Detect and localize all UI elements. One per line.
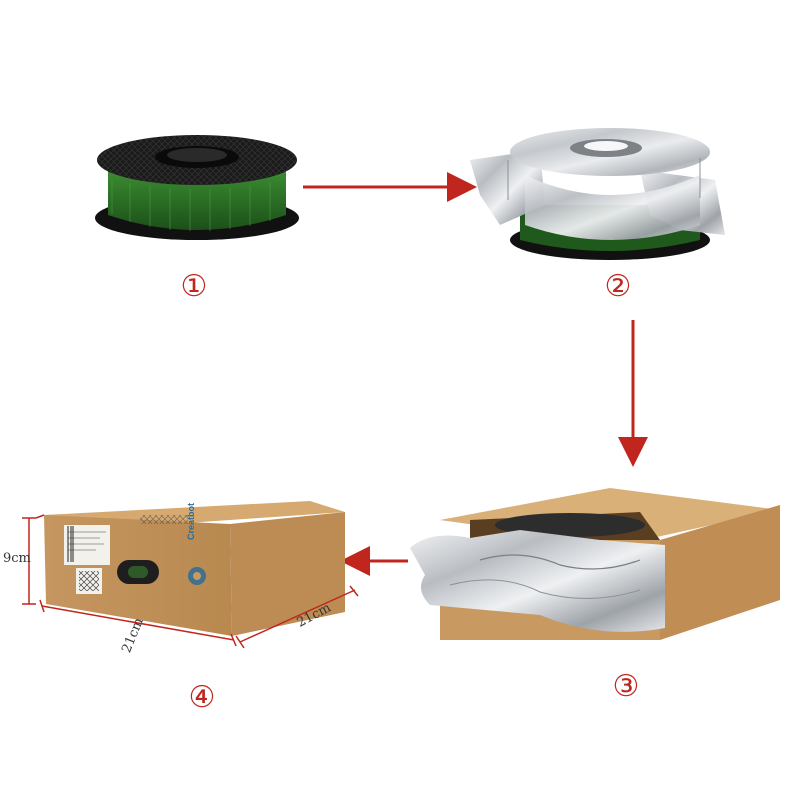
sealed-box bbox=[44, 501, 345, 636]
step-3-label: ③ bbox=[612, 669, 640, 704]
step-2-label: ② bbox=[604, 269, 632, 304]
dimension-height-label: 9cm bbox=[3, 551, 31, 566]
foil-wrapped-spool bbox=[470, 128, 725, 260]
box-brand-name: Creatbot bbox=[186, 502, 196, 540]
dimension-depth-line bbox=[235, 585, 359, 649]
step-1-label: ① bbox=[180, 269, 208, 304]
open-box-with-spool bbox=[410, 488, 780, 640]
step-4-label: ④ bbox=[188, 680, 216, 715]
dimension-width-line bbox=[39, 599, 237, 647]
filament-spool bbox=[95, 135, 299, 240]
dimension-height-line bbox=[22, 514, 45, 605]
